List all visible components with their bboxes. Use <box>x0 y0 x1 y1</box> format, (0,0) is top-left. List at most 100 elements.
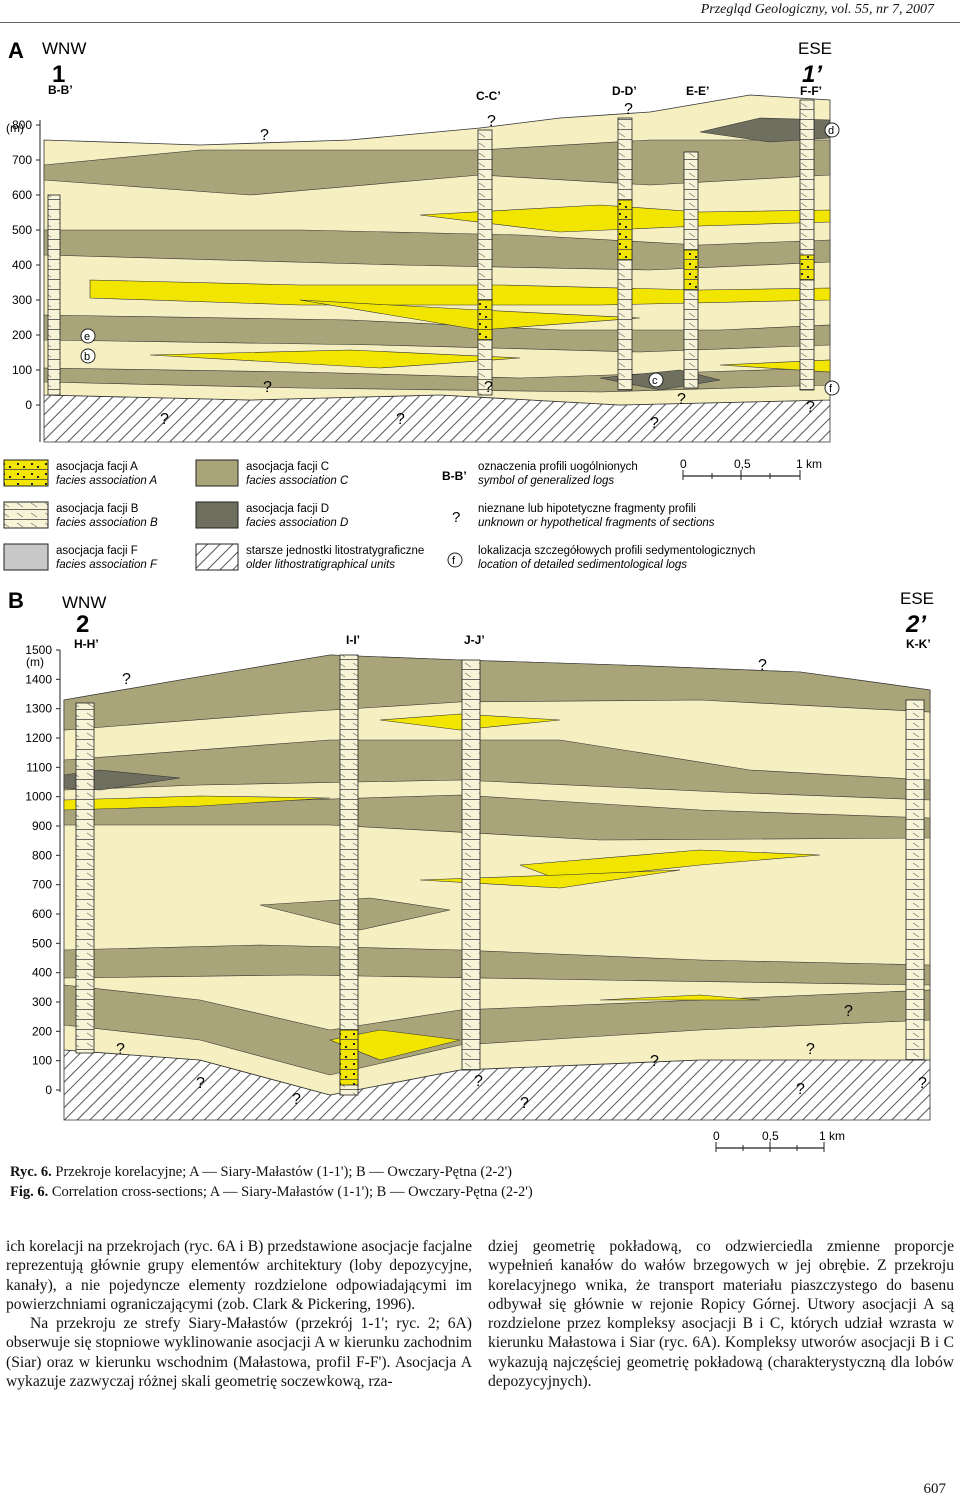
panel-a-tick-label: 200 <box>12 328 32 342</box>
legend-log-en: symbol of generalized logs <box>478 475 614 487</box>
unknown-mark: ? <box>806 399 815 416</box>
legend-f-en: facies association F <box>56 559 158 571</box>
legend-f-pl: asocjacja facji F <box>56 545 138 557</box>
legend-swatch-a <box>3 459 49 487</box>
panel-b-tick-label: 600 <box>32 907 52 921</box>
log-column-b <box>47 194 61 396</box>
panel-b-tick-label: 300 <box>32 995 52 1009</box>
unknown-mark: ? <box>650 1053 659 1070</box>
legend-swatch-older <box>195 543 239 571</box>
unknown-mark: ? <box>484 379 493 396</box>
body-paragraph: Na przekroju ze strefy Siary-Małastów (p… <box>6 1315 472 1391</box>
caption-pl-ref: Ryc. 6. <box>10 1164 52 1180</box>
panel-a-tick-label: 100 <box>12 363 32 377</box>
panel-a-facies-c-band-4 <box>43 367 831 393</box>
legend-location-circle <box>447 552 463 568</box>
panel-b-facies-c-band-2 <box>63 739 931 801</box>
legend-log-symbol: B-B’ <box>442 469 467 483</box>
log-column-k <box>905 699 925 1061</box>
panel-b-tick-label: 100 <box>32 1054 52 1068</box>
unknown-mark: ? <box>650 415 659 432</box>
legend-unknown-pl: nieznane lub hipotetyczne fragmenty prof… <box>478 503 696 515</box>
log-label-c: C-C’ <box>476 89 501 103</box>
scale-b-0: 0 <box>713 1129 720 1143</box>
legend-swatch-c <box>195 459 239 487</box>
panel-a-tick-label: 0 <box>25 398 32 412</box>
panel-b-tick-label: 1200 <box>25 731 52 745</box>
detail-label-d: e <box>84 331 90 343</box>
panel-b-tick-label: 400 <box>32 966 52 980</box>
panel-a-facies-c-band-1 <box>43 139 831 196</box>
log-label-f: F-F’ <box>800 84 822 98</box>
log-column-f-sand <box>799 254 815 281</box>
header-rule <box>0 22 960 23</box>
scale-a-0: 0 <box>680 457 687 471</box>
log-label-i: I-I’ <box>346 633 360 647</box>
legend-swatch-f <box>3 543 49 571</box>
panel-b-tick-label: 200 <box>32 1024 52 1038</box>
detail-label-c: c <box>652 375 658 387</box>
panel-b-tick-label: 900 <box>32 819 52 833</box>
log-label-e: E-E’ <box>686 84 709 98</box>
unknown-mark: ? <box>487 113 496 130</box>
unknown-mark: ? <box>474 1073 483 1090</box>
panel-b-tick-label: 800 <box>32 848 52 862</box>
figure-caption-pl: Ryc. 6. Przekroje korelacyjne; A — Siary… <box>10 1164 512 1181</box>
log-column-c-sand <box>477 299 493 341</box>
detail-label-b: b <box>84 351 90 363</box>
scale-b-half: 0,5 <box>762 1129 779 1143</box>
log-column-e-sand <box>683 249 699 291</box>
log-column-c <box>477 129 493 396</box>
legend-unknown-en: unknown or hypothetical fragments of sec… <box>478 517 715 529</box>
panel-a-tick-label: 700 <box>12 153 32 167</box>
panel-b-unknown-marks: ? ? ? ? ? ? ? ? ? ? ? ? <box>116 657 927 1112</box>
caption-en-text: Correlation cross-sections; A — Siary-Ma… <box>51 1184 533 1200</box>
unknown-mark: ? <box>758 657 767 674</box>
panel-b-facies-a-lens-5 <box>328 1029 461 1061</box>
panel-b-tick-label: 1000 <box>25 790 52 804</box>
legend-log-pl: oznaczenia profili uogólnionych <box>478 461 638 473</box>
panel-a-unknown-marks: ? ? ? ? ? ? ? ? ? ? <box>160 101 815 432</box>
panel-a-facies-c-band-2 <box>43 229 831 271</box>
unknown-mark: ? <box>520 1095 529 1112</box>
legend-swatch-b <box>3 501 49 529</box>
legend-location-symbol: f <box>452 555 456 567</box>
scale-a-1km: 1 km <box>796 457 822 471</box>
unknown-mark: ? <box>122 671 131 688</box>
figure-caption-en: Fig. 6. Correlation cross-sections; A — … <box>10 1184 533 1201</box>
unknown-mark: ? <box>677 391 686 408</box>
caption-pl-text: Przekroje korelacyjne; A — Siary-Małastó… <box>55 1164 513 1180</box>
panel-b-tick-label: 1300 <box>25 702 52 716</box>
scale-a-half: 0,5 <box>734 457 751 471</box>
panel-a-unit: (m) <box>6 121 24 135</box>
legend-d-en: facies association D <box>246 517 348 529</box>
panel-a-tick-label: 800 <box>12 118 32 132</box>
panel-b-east-direction: ESE <box>900 589 934 608</box>
panel-b-facies-c-band-3 <box>63 794 931 841</box>
log-label-k: K-K’ <box>906 637 931 651</box>
log-label-h: H-H’ <box>74 637 99 651</box>
scale-bar-b: 0 0,5 1 km <box>713 1129 845 1152</box>
panel-b-facies-a-lens-6 <box>599 994 761 1001</box>
legend-b-en: facies association B <box>56 517 158 529</box>
detail-label-e: d <box>828 125 834 137</box>
journal-header: Przegląd Geologiczny, vol. 55, nr 7, 200… <box>700 2 934 17</box>
panel-a-tick-label: 300 <box>12 293 32 307</box>
legend-location-pl: lokalizacja szczegółowych profili sedyme… <box>478 545 755 557</box>
unknown-mark: ? <box>918 1075 927 1092</box>
body-paragraph: ich korelacji na przekrojach (ryc. 6A i … <box>6 1238 472 1313</box>
legend-a-en: facies association A <box>56 475 158 487</box>
panel-a-east-direction: ESE <box>798 39 832 58</box>
unknown-mark: ? <box>260 127 269 144</box>
panel-a-east-number: 1’ <box>802 61 822 88</box>
unknown-mark: ? <box>844 1003 853 1020</box>
legend-older-pl: starsze jednostki litostratygraficzne <box>246 545 424 557</box>
legend-unknown-symbol: ? <box>452 509 460 526</box>
legend: asocjacja facji A facies association A a… <box>3 457 822 571</box>
log-column-i <box>339 654 359 1096</box>
log-label-j: J-J’ <box>464 633 485 647</box>
unknown-mark: ? <box>806 1041 815 1058</box>
unknown-mark: ? <box>396 411 405 428</box>
panel-a-tick-label: 500 <box>12 223 32 237</box>
